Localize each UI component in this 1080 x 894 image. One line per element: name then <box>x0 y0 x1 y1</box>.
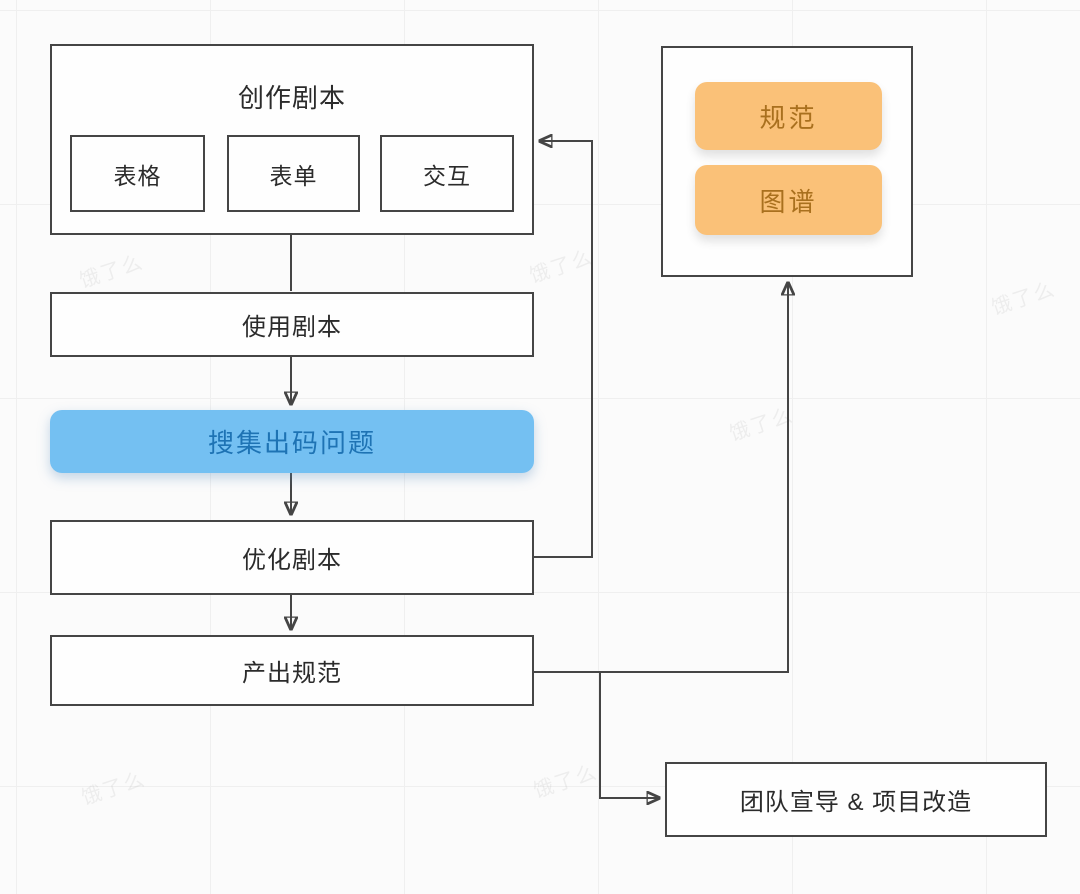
group-title: 创作剧本 <box>237 83 346 113</box>
arrow-produce-to-team <box>599 672 659 798</box>
watermark: 饿了么 <box>526 246 597 288</box>
node-collect-issues: 搜集出码问题 <box>50 410 534 473</box>
node-table: 表格 <box>70 135 205 212</box>
node-use-script: 使用剧本 <box>50 292 534 357</box>
node-optimize-script: 优化剧本 <box>50 520 534 595</box>
arrow-produce-to-artifacts <box>534 283 788 673</box>
node-artifacts-container: 规范 图谱 <box>661 46 913 277</box>
node-produce-spec: 产出规范 <box>50 635 534 706</box>
node-spec-chip: 规范 <box>695 82 882 150</box>
node-graph-chip: 图谱 <box>695 165 882 235</box>
watermark: 饿了么 <box>988 278 1059 320</box>
node-create-script-group: 创作剧本 表格 表单 交互 <box>50 44 534 235</box>
node-form: 表单 <box>227 135 360 212</box>
group-sub-row: 表格 表单 交互 <box>52 135 532 212</box>
arrow-optimize-feedback-to-create <box>534 141 593 558</box>
watermark: 饿了么 <box>78 768 149 810</box>
node-interaction: 交互 <box>380 135 514 212</box>
watermark: 饿了么 <box>76 251 147 293</box>
watermark: 饿了么 <box>530 761 601 803</box>
watermark: 饿了么 <box>726 404 797 446</box>
node-team-promotion: 团队宣导 & 项目改造 <box>665 762 1047 837</box>
